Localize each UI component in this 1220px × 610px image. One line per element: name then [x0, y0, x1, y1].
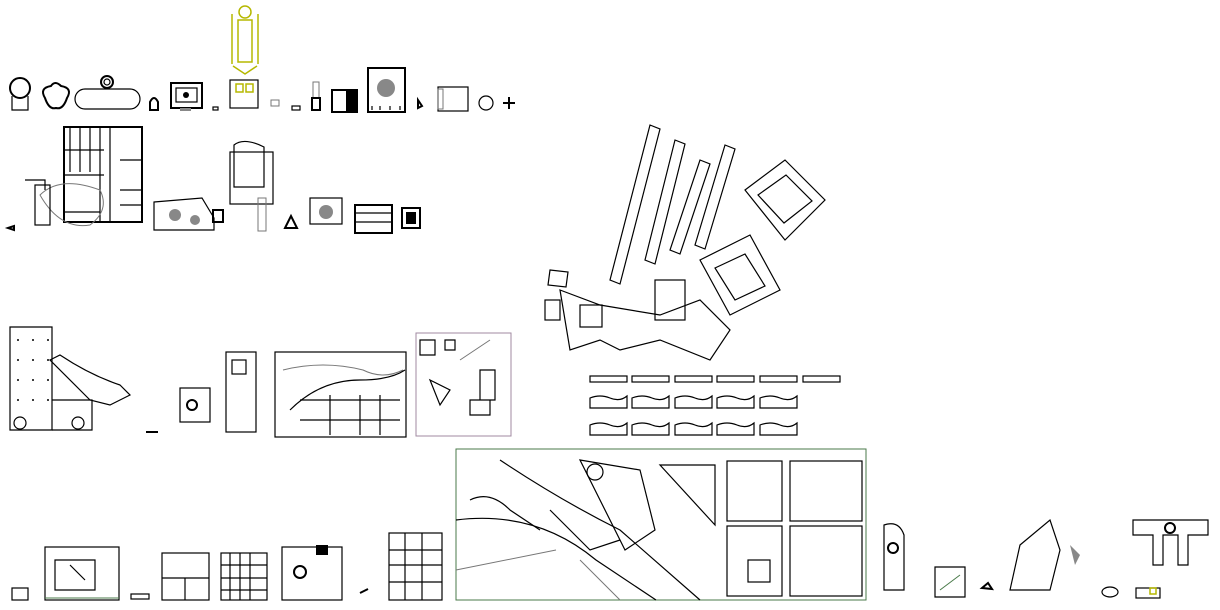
- plan-wedge-site[interactable]: [153, 197, 215, 231]
- plan-large-site-map[interactable]: [455, 448, 867, 601]
- plan-yellow-complex[interactable]: [229, 5, 259, 109]
- plan-tiny-rect[interactable]: [212, 106, 219, 111]
- plan-row4-right[interactable]: [883, 518, 1209, 599]
- plan-row3-small[interactable]: [146, 351, 257, 433]
- plan-oval-stadium[interactable]: [74, 75, 141, 110]
- plan-large-grid-block[interactable]: [25, 126, 143, 227]
- plan-small-bell[interactable]: [149, 97, 159, 111]
- plan-park-site[interactable]: [274, 351, 407, 438]
- plan-arrow-mark: [4, 224, 15, 232]
- plan-dotted-grid-field[interactable]: [9, 326, 132, 431]
- plan-urban-block-frame[interactable]: [415, 332, 512, 437]
- plan-circular-temple[interactable]: [9, 77, 31, 111]
- plan-courtyard-block[interactable]: [170, 82, 203, 111]
- plan-row2-small[interactable]: [283, 197, 421, 234]
- plan-row4-left[interactable]: [11, 532, 443, 601]
- plan-trefoil[interactable]: [42, 82, 70, 110]
- plan-towered-building[interactable]: [229, 140, 274, 232]
- plan-rotated-complex[interactable]: [544, 124, 826, 361]
- plan-small-square[interactable]: [212, 209, 224, 223]
- plan-elevation-strips[interactable]: [589, 375, 841, 436]
- plan-small-elements-row1[interactable]: [270, 67, 515, 113]
